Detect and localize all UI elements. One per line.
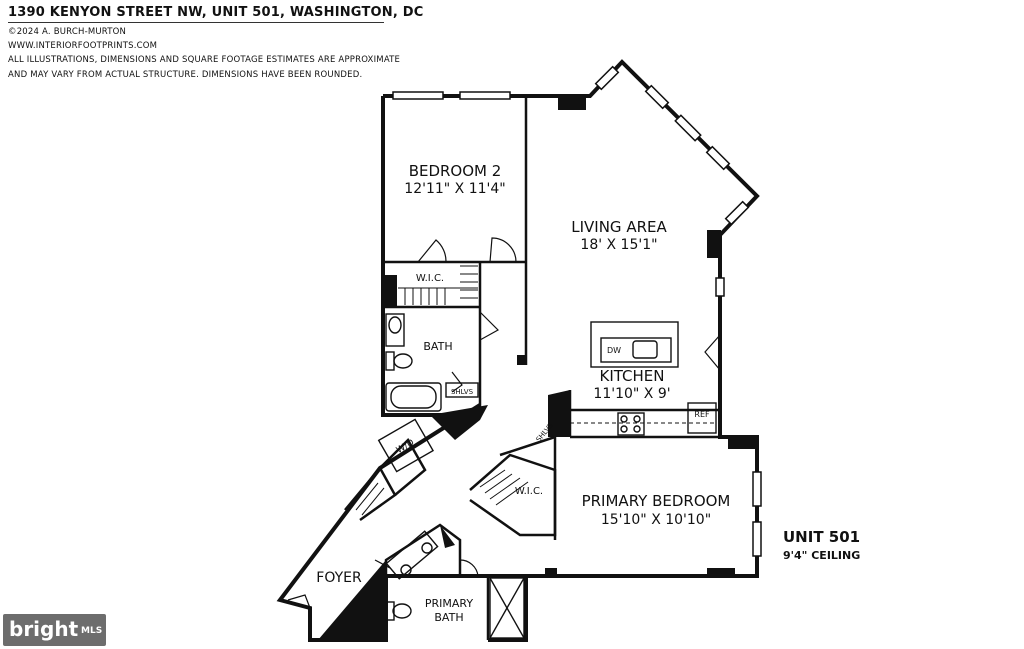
watermark-brand: bright <box>9 617 79 641</box>
primary-bedroom-name: PRIMARY BEDROOM <box>582 492 731 510</box>
windows <box>392 65 762 557</box>
bedroom-2-dims: 12'11" X 11'4" <box>404 181 505 197</box>
kitchen-dims: 11'10" X 9' <box>593 386 670 402</box>
door-swings <box>287 237 721 609</box>
foyer-label: FOYER <box>316 570 362 586</box>
room-labels: BEDROOM 2 12'11" X 11'4" W.I.C. BATH LIV… <box>316 162 730 624</box>
bedroom-2-name: BEDROOM 2 <box>409 162 502 180</box>
disclaimer-line-2: AND MAY VARY FROM ACTUAL STRUCTURE. DIME… <box>8 70 363 80</box>
address-title: 1390 KENYON STREET NW, UNIT 501, WASHING… <box>8 5 424 20</box>
ref-label: REF <box>694 410 710 419</box>
wic-bedroom-2-label: W.I.C. <box>416 273 444 284</box>
exterior-walls <box>276 59 760 642</box>
column-blocks <box>318 96 756 640</box>
unit-label: UNIT 501 <box>783 528 861 546</box>
ceiling-height-label: 9'4" CEILING <box>783 549 861 562</box>
primary-bedroom-dims: 15'10" X 10'10" <box>601 512 711 528</box>
watermark-mls: MLS <box>81 626 103 636</box>
disclaimer-line-1: ALL ILLUSTRATIONS, DIMENSIONS AND SQUARE… <box>8 55 401 65</box>
primary-bath-line-2: BATH <box>434 611 463 624</box>
shlvs-bath-label: SHLVS <box>451 388 474 396</box>
website-text: WWW.INTERIORFOOTPRINTS.COM <box>8 41 158 51</box>
living-area-dims: 18' X 15'1" <box>580 237 657 253</box>
copyright-text: ©2024 A. BURCH-MURTON <box>8 27 127 37</box>
header-rule <box>8 22 384 23</box>
mls-watermark-logo: bright MLS <box>3 614 106 646</box>
bath-fixtures <box>385 313 525 639</box>
kitchen-name: KITCHEN <box>600 367 665 385</box>
bath-label: BATH <box>423 340 452 353</box>
living-area-name: LIVING AREA <box>571 218 667 236</box>
wic-primary-label: W.I.C. <box>515 486 543 497</box>
kitchen-fixtures <box>377 321 717 473</box>
primary-bath-line-1: PRIMARY <box>425 597 473 610</box>
closet-shelving <box>349 265 529 516</box>
dw-label: DW <box>607 346 621 355</box>
